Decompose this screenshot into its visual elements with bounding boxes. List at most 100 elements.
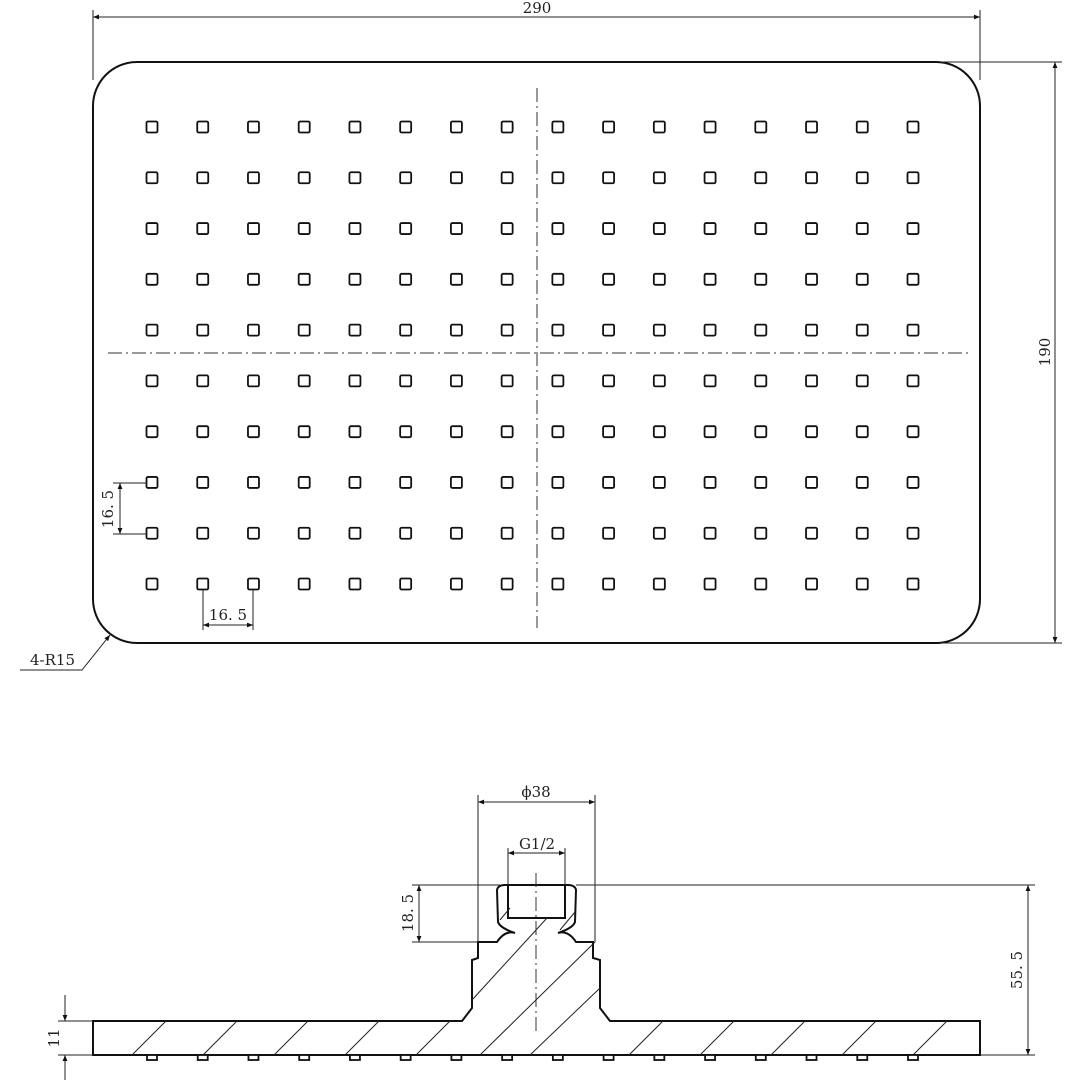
- horizontal-pitch-label: 16. 5: [209, 606, 247, 624]
- nozzle-hole: [348, 272, 362, 286]
- diameter-dimension: ϕ38: [477, 783, 596, 942]
- nozzle-hole: [906, 374, 920, 388]
- nozzle-hole: [906, 222, 920, 235]
- hatch-line: [628, 1020, 664, 1056]
- nozzle-tip: [146, 1054, 158, 1061]
- nozzle-hole: [906, 425, 920, 439]
- nozzle-hole: [145, 374, 159, 388]
- nozzle-hole: [348, 577, 362, 591]
- nozzle-hole: [500, 222, 514, 235]
- corner-radius-callout: 4-R15: [20, 634, 111, 671]
- nozzle-hole: [247, 120, 260, 134]
- nozzle-tip: [653, 1054, 666, 1061]
- nozzle-hole: [449, 222, 463, 235]
- nozzle-hole: [855, 120, 869, 134]
- nozzle-hole: [805, 577, 818, 591]
- nozzle-hole: [652, 526, 666, 540]
- nozzle-hole: [602, 120, 615, 134]
- nozzle-hole: [551, 120, 565, 134]
- nozzle-tip: [805, 1054, 818, 1061]
- nozzle-hole: [551, 476, 565, 489]
- hatch-line: [344, 1020, 380, 1056]
- nozzle-hole: [602, 526, 615, 540]
- connector-height-label: 18. 5: [399, 894, 417, 932]
- hatch-line: [529, 987, 601, 1056]
- nozzle-hole: [805, 323, 818, 337]
- nozzle-hole: [247, 272, 260, 286]
- nozzle-hole: [348, 222, 362, 235]
- nozzle-hole: [449, 476, 463, 489]
- nozzle-hole: [703, 222, 717, 235]
- nozzle-tips: [146, 1054, 919, 1061]
- nozzle-hole: [297, 272, 311, 286]
- nozzle-hole: [196, 222, 210, 235]
- nozzle-hole: [348, 476, 362, 489]
- nozzle-hole: [551, 425, 565, 439]
- nozzle-hole: [703, 323, 717, 337]
- nozzle-hole: [652, 577, 666, 591]
- nozzle-hole: [399, 577, 413, 591]
- nozzle-hole: [906, 120, 920, 134]
- hatch-line: [202, 1020, 238, 1056]
- nozzle-hole: [297, 120, 311, 134]
- nozzle-hole: [145, 171, 159, 185]
- nozzle-hole: [196, 120, 210, 134]
- plate-thickness-dimension: 11: [45, 995, 93, 1080]
- nozzle-hole: [602, 577, 615, 591]
- nozzle-hole: [145, 120, 159, 134]
- nozzle-hole: [399, 323, 413, 337]
- nozzle-hole: [449, 323, 463, 337]
- nozzle-hole: [399, 526, 413, 540]
- nozzle-hole: [399, 120, 413, 134]
- nozzle-hole: [906, 526, 920, 540]
- nozzle-tip: [298, 1054, 311, 1061]
- total-height-dimension: 55. 5: [576, 884, 1035, 1056]
- nozzle-hole: [652, 171, 666, 185]
- nozzle-hole: [805, 222, 818, 235]
- height-dimension: 190: [940, 61, 1062, 644]
- nozzle-hole: [805, 425, 818, 439]
- nozzle-hole: [855, 272, 869, 286]
- nozzle-hole: [602, 374, 615, 388]
- nozzle-hole: [551, 171, 565, 185]
- nozzle-hole: [247, 222, 260, 235]
- nozzle-hole: [196, 526, 210, 540]
- nozzle-hole: [805, 374, 818, 388]
- horizontal-pitch-dimension: 16. 5: [202, 590, 254, 630]
- nozzle-hole: [145, 323, 159, 337]
- width-dimension: 290: [92, 0, 981, 80]
- nozzle-hole: [906, 272, 920, 286]
- hatch-line: [912, 1020, 948, 1056]
- nozzle-hole: [500, 476, 514, 489]
- nozzle-tip: [501, 1054, 514, 1061]
- nozzle-hole: [500, 577, 514, 591]
- nozzle-hole: [348, 120, 362, 134]
- nozzle-hole: [449, 120, 463, 134]
- hatch-line: [841, 1020, 877, 1056]
- nozzle-hole: [855, 425, 869, 439]
- nozzle-tip: [450, 1054, 463, 1061]
- nozzle-hole: [297, 222, 311, 235]
- nozzle-hole: [145, 425, 159, 439]
- nozzle-hole: [906, 323, 920, 337]
- nozzle-hole: [449, 526, 463, 540]
- nozzle-tip: [551, 1054, 564, 1061]
- nozzle-hole: [703, 272, 717, 286]
- nozzle-hole: [703, 476, 717, 489]
- vertical-pitch-dimension: 16. 5: [99, 482, 147, 535]
- nozzle-hole: [247, 577, 260, 591]
- nozzle-hole: [449, 577, 463, 591]
- nozzle-hole: [754, 222, 768, 235]
- nozzle-hole: [196, 323, 210, 337]
- hatch-line: [131, 1020, 167, 1056]
- nozzle-hole: [145, 526, 159, 540]
- thread-label: G1/2: [519, 835, 555, 853]
- nozzle-hole: [551, 222, 565, 235]
- diameter-label: ϕ38: [521, 783, 550, 801]
- nozzle-hole: [754, 323, 768, 337]
- nozzle-hole: [805, 120, 818, 134]
- nozzle-hole: [906, 476, 920, 489]
- side-view: ϕ38 G1/2 18. 5 55. 5 11: [45, 783, 1035, 1080]
- top-view: 290 190 16. 5 16. 5 4-R15: [20, 0, 1062, 671]
- nozzle-hole: [399, 272, 413, 286]
